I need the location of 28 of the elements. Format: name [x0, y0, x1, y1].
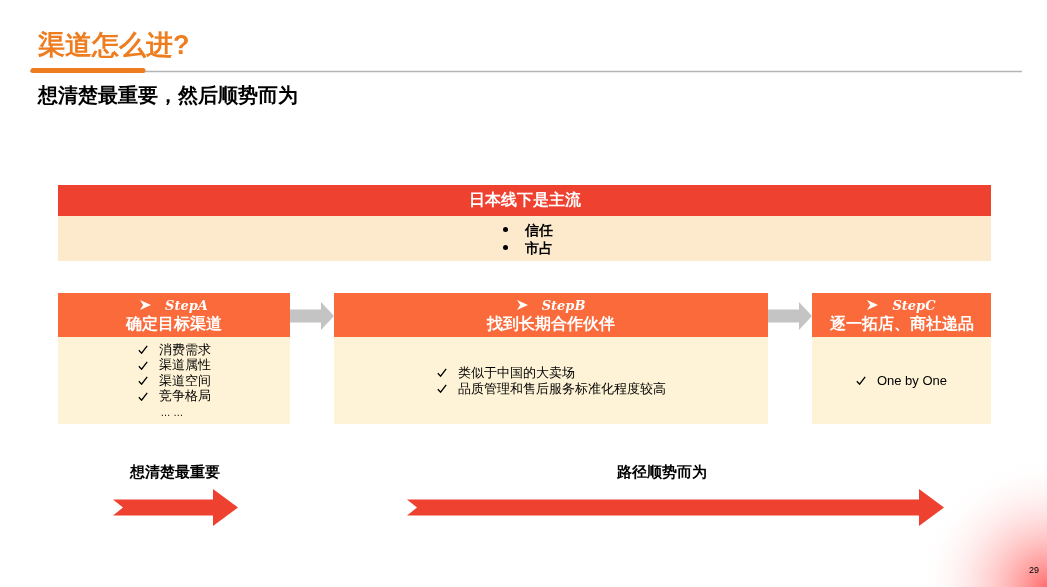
- ellipsis-text: … …: [160, 406, 184, 420]
- checklist-item: 竞争格局: [158, 388, 211, 404]
- step-title: 找到长期合作伙伴: [487, 313, 615, 334]
- checklist-item: 品质管理和售后服务标准化程度较高: [457, 380, 666, 396]
- checklist-item: 消费需求: [158, 341, 211, 358]
- checklist-item: 类似于中国的大卖场: [457, 365, 575, 381]
- step-card: [334, 293, 768, 424]
- block-arrow: [768, 302, 812, 330]
- list-item: 信任: [524, 220, 553, 239]
- step-title: 逐一拓店、商社递品: [829, 313, 974, 334]
- page-title: 渠道怎么进?: [38, 29, 190, 62]
- step-title: 确定目标渠道: [126, 313, 222, 334]
- step-label: StepB: [541, 296, 586, 314]
- step-card: [58, 293, 290, 424]
- list-item: 市占: [524, 238, 553, 257]
- step-label: StepC: [892, 296, 936, 314]
- arrow-caption: 路径顺势而为: [617, 463, 707, 481]
- info-panel: [58, 185, 991, 261]
- page-number: 29: [1029, 565, 1039, 576]
- arrow-caption: 想清楚最重要: [130, 463, 220, 481]
- block-arrow: [290, 302, 334, 330]
- checklist-item: 渠道属性: [158, 357, 211, 373]
- step-card: [812, 293, 991, 424]
- step-label: StepA: [165, 296, 208, 314]
- subtitle: 想清楚最重要，然后顺势而为: [38, 83, 298, 107]
- checklist-item: 渠道空间: [158, 372, 211, 389]
- panel-header: 日本线下是主流: [58, 185, 991, 216]
- checklist-item: One by One: [876, 372, 948, 389]
